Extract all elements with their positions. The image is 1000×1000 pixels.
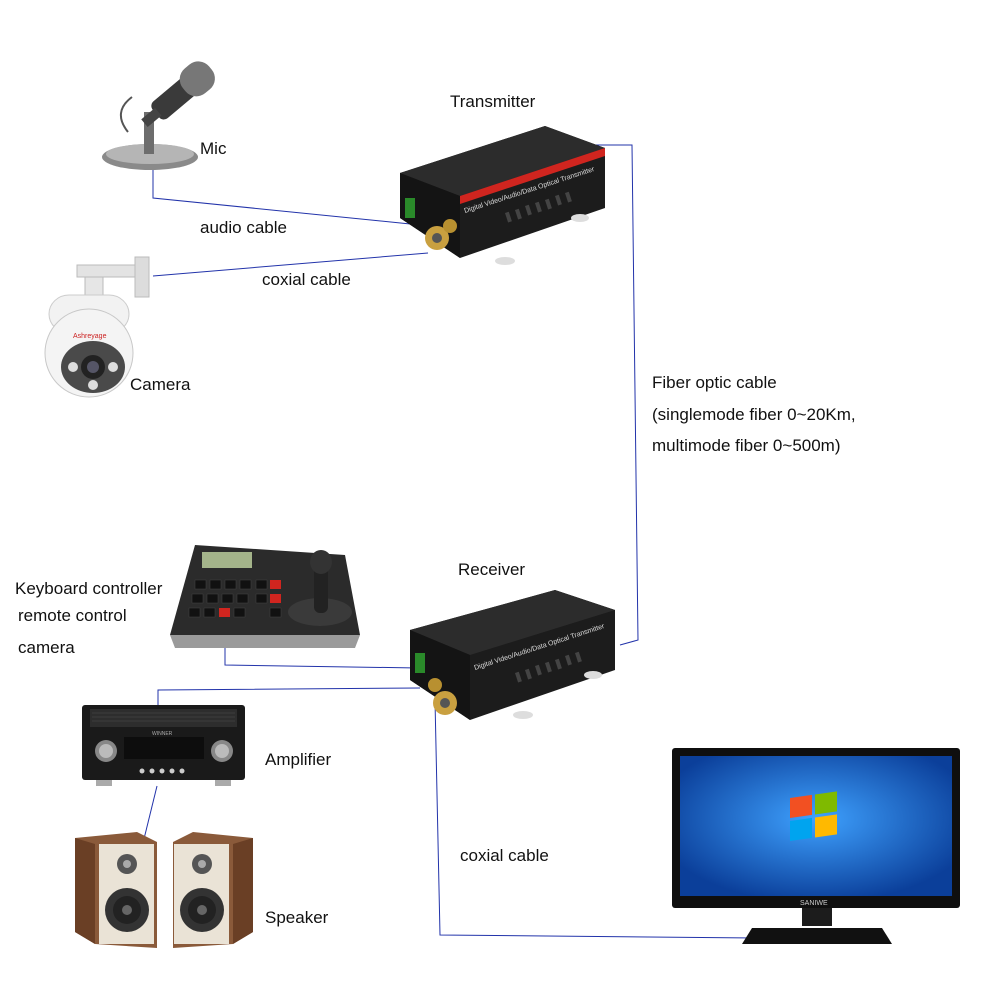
amplifier-label: Amplifier: [265, 750, 332, 769]
audio-cable-label: audio cable: [200, 218, 287, 237]
speaker-label: Speaker: [265, 908, 329, 927]
monitor-icon: SANIWE: [672, 748, 960, 944]
monitor-brand-text: SANIWE: [800, 900, 828, 907]
mic-label: Mic: [200, 139, 227, 158]
fiber-optic-label-line3: multimode fiber 0~500m): [652, 436, 841, 455]
keyboard-cable-line: [224, 645, 419, 669]
speaker-right-icon: [173, 832, 253, 948]
transmitter-label: Transmitter: [450, 92, 536, 111]
speaker-left-icon: [75, 832, 157, 948]
keyboard-controller-icon: [170, 545, 360, 648]
keyboard-controller-label-line1: Keyboard controller: [15, 579, 163, 598]
ptz-camera-icon: Ashreyage: [44, 256, 150, 398]
receiver-label: Receiver: [458, 560, 526, 579]
camera-brand-text: Ashreyage: [73, 333, 107, 340]
speaker-cable-line: [142, 785, 158, 844]
amplifier-brand-text: WINNER: [152, 731, 173, 737]
receiver-device: Digital Video/Audio/Data Optical Transmi…: [410, 590, 615, 720]
amplifier-icon: WINNER: [82, 705, 245, 786]
coax-cable-bottom-line: [434, 699, 756, 939]
transmitter-device: Digital Video/Audio/Data Optical Transmi…: [400, 126, 605, 265]
fiber-optic-label-line1: Fiber optic cable: [652, 373, 777, 392]
audio-cable-line: [152, 168, 421, 226]
coax-cable-top-line: [152, 252, 429, 277]
fiber-optic-cable-line: [590, 144, 639, 646]
amplifier-cable-line: [157, 687, 421, 706]
coxial-cable-bottom-label: coxial cable: [460, 846, 549, 865]
microphone-icon: [102, 61, 215, 170]
keyboard-controller-label-line3: camera: [18, 638, 75, 657]
fiber-optic-label-line2: (singlemode fiber 0~20Km,: [652, 405, 856, 424]
coxial-cable-top-label: coxial cable: [262, 270, 351, 289]
camera-label: Camera: [130, 375, 191, 394]
keyboard-controller-label-line2: remote control: [18, 606, 127, 625]
